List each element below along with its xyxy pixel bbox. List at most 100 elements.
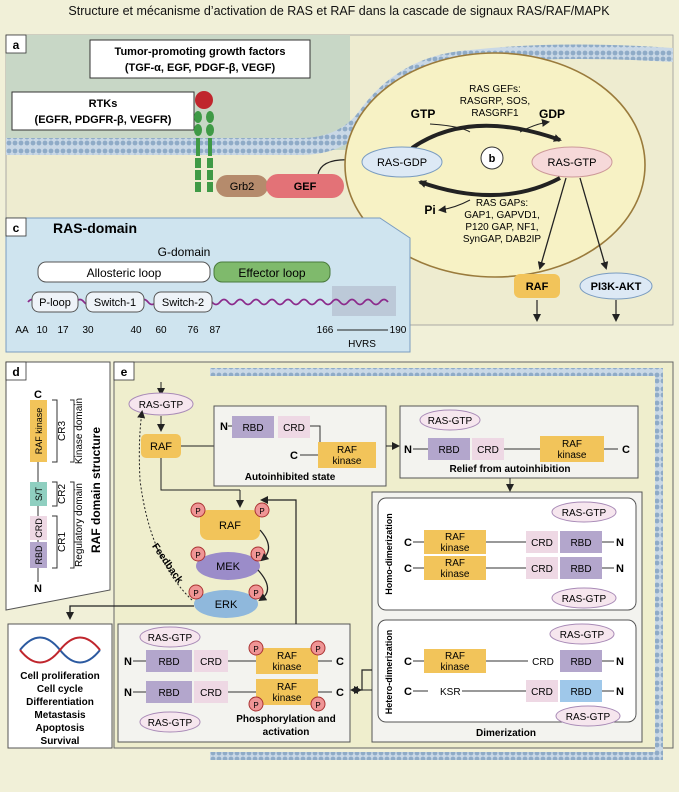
cell-membrane [6,44,673,155]
crd-label: CRD [477,445,499,456]
ras-domain-title: RAS-domain [53,220,137,236]
raf-kinase-label: RAF [277,682,297,693]
ras-gtp-label: RAS-GTP [560,630,605,641]
raf-cascade-box [141,434,181,458]
panel-e-label: e [121,365,128,379]
crd-box [526,531,558,553]
c-term: C [404,656,412,668]
ras-gaps-line3: SynGAP, DAB2IP [463,234,542,245]
rbd-label: RBD [158,688,179,699]
aa-label: AA [15,325,29,336]
raf-active-box [200,510,260,540]
phospho-p: P [315,645,320,654]
effector-loop-box [213,261,331,283]
aa-label: 87 [209,325,221,336]
ksr-label: KSR [440,687,461,698]
raf-kinase-label: kinase [273,693,302,704]
ras-gtp-oval [419,409,481,431]
ras-gtp-label: RAS-GTP [428,416,473,427]
panel-d: d C N RAF kinase S/T CRD RBD CR3 CR2 CR1… [5,361,111,611]
phospho-p: P [253,645,258,654]
raf-kinase-box [424,530,486,554]
c-terminus-label: C [34,389,42,401]
raf-kinase-segment [30,400,47,462]
rbd-segment [30,542,47,568]
outcome-item: Differentiation [26,697,94,708]
crd-segment [30,516,47,540]
panel-d-label: d [12,365,19,379]
ras-gaps-title: RAS GAPs: [476,198,528,209]
crd-segment-label: CRD [34,518,44,538]
c-term: C [290,450,298,462]
raf-kinase-label: kinase [441,543,470,554]
autoinhibited-label: Autoinhibited state [245,472,336,483]
raf-effector-label: RAF [526,281,549,293]
ras-gtp-oval [549,623,615,645]
raf-kinase-label: kinase [441,662,470,673]
pi-label: Pi [424,203,435,217]
ras-gtp-oval [551,501,617,523]
panel-c: c RAS-domain G-domain Allosteric loop Ef… [5,217,411,353]
outcome-item: Metastasis [34,710,86,721]
raf-kinase-label: kinase [441,569,470,580]
panel-e: e RAS-GTP RAF P P RAF P P MEK P P ERK [7,361,674,760]
gdp-label: GDP [539,107,565,121]
phospho-p: P [315,701,320,710]
raf-kinase-label: RAF [445,558,465,569]
gef-protein [266,174,344,198]
aa-label: 17 [57,325,69,336]
ras-gefs-title: RAS GEFs: [469,84,521,95]
n-term: N [616,686,624,698]
crd-box [526,557,558,579]
aa-position-labels: AA 10 17 30 40 60 76 87 166 190 [15,325,406,336]
rbd-box [560,531,602,553]
ras-gtp-label: RAS-GTP [562,594,607,605]
rbd-box [560,557,602,579]
raf-domain-structure-label: RAF domain structure [89,427,103,553]
rtks-box [11,91,195,131]
c-term: C [404,686,412,698]
phospho-p: P [195,551,200,560]
rtks-list: (EGFR, PDGFR-β, VEGFR) [35,114,172,126]
crd-label: CRD [531,687,553,698]
hvrs-label: HVRS [348,339,376,350]
phosphorylation-label-1: Phosphorylation and [236,714,335,725]
ras-gdp-oval [361,146,443,178]
rbd-box [560,680,602,702]
phospho-p: P [195,507,200,516]
ras-gtp-label: RAS-GTP [562,508,607,519]
n-term: N [220,421,228,433]
st-segment-label: S/T [34,487,44,502]
pi3k-akt-label: PI3K-AKT [591,281,642,293]
cr2-label: CR2 [57,484,68,504]
homo-dimerization-label: Homo-dimerization [384,513,394,595]
phospho-icon [190,546,206,562]
raf-kinase-box [256,648,318,674]
crd-box [526,680,558,702]
raf-kinase-box [318,442,376,468]
erk-label: ERK [215,599,238,611]
rtk-receptor-icon [194,91,214,192]
aa-label: 166 [317,325,334,336]
growth-factors-list: (TGF-α, EGF, PDGF-β, VEGF) [125,62,276,74]
rbd-box [428,438,470,460]
g-domain-label: G-domain [158,245,211,259]
rbd-box [232,416,274,438]
rbd-box [146,650,192,672]
raf-kinase-label: RAF [445,651,465,662]
n-term: N [616,656,624,668]
ras-gtp-label: RAS-GTP [148,718,193,729]
raf-kinase-label: kinase [558,450,587,461]
raf-kinase-label: RAF [337,445,357,456]
rbd-segment-label: RBD [34,545,44,565]
rbd-label: RBD [242,423,263,434]
homo-dimer-box [377,497,637,611]
raf-kinase-label: RAF [277,651,297,662]
crd-label: CRD [531,564,553,575]
kinase-domain-label: Kinase domain [74,398,85,464]
aa-label: 60 [155,325,167,336]
grb2-protein [216,175,268,197]
p-loop-box [31,291,79,313]
crd-box [472,438,504,460]
ras-gaps-line1: GAP1, GAPVD1, [464,210,540,221]
